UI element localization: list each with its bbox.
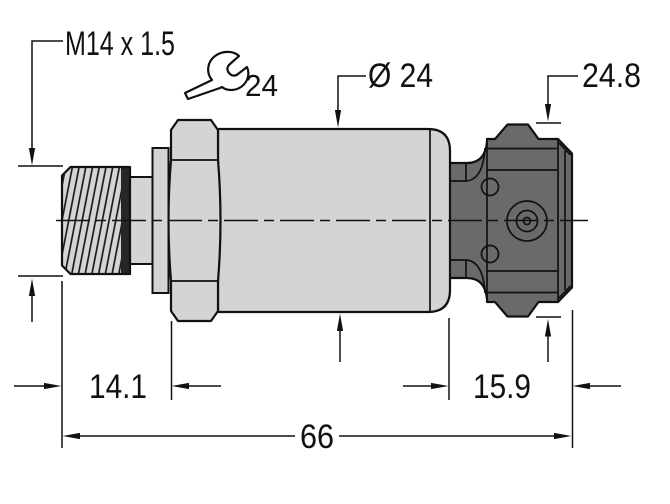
overall-length-label: 66 xyxy=(300,418,334,456)
sensor-housing xyxy=(216,127,452,314)
dimension-overall-length: 66 xyxy=(62,418,572,456)
thread-length-label: 14.1 xyxy=(89,368,147,406)
thread-outline xyxy=(60,165,132,276)
dimension-body-diameter: Ø 24 xyxy=(334,57,433,362)
housing-body xyxy=(216,127,452,314)
connector-screw-hole-bottom xyxy=(480,244,500,264)
dimension-connector-height: 24.8 xyxy=(536,57,641,362)
thread-spec-label: M14 x 1.5 xyxy=(65,25,175,63)
extension-lines xyxy=(61,281,574,448)
connector-screw-hole-top xyxy=(480,177,500,197)
connector-height-label: 24.8 xyxy=(582,57,641,95)
wrench-size-label: 24 xyxy=(245,68,278,103)
body-diameter-label: Ø 24 xyxy=(368,57,433,95)
wrench-icon xyxy=(183,50,250,101)
connector-length-label: 15.9 xyxy=(473,368,531,406)
wrench-annotation: 24 xyxy=(183,50,278,103)
connector-details xyxy=(447,139,572,302)
dimension-connector-length: 15.9 xyxy=(403,368,621,406)
dimension-thread-length: 14.1 xyxy=(14,368,221,406)
thread-hatching xyxy=(62,167,121,274)
dimension-thread-spec: M14 x 1.5 xyxy=(18,25,175,322)
